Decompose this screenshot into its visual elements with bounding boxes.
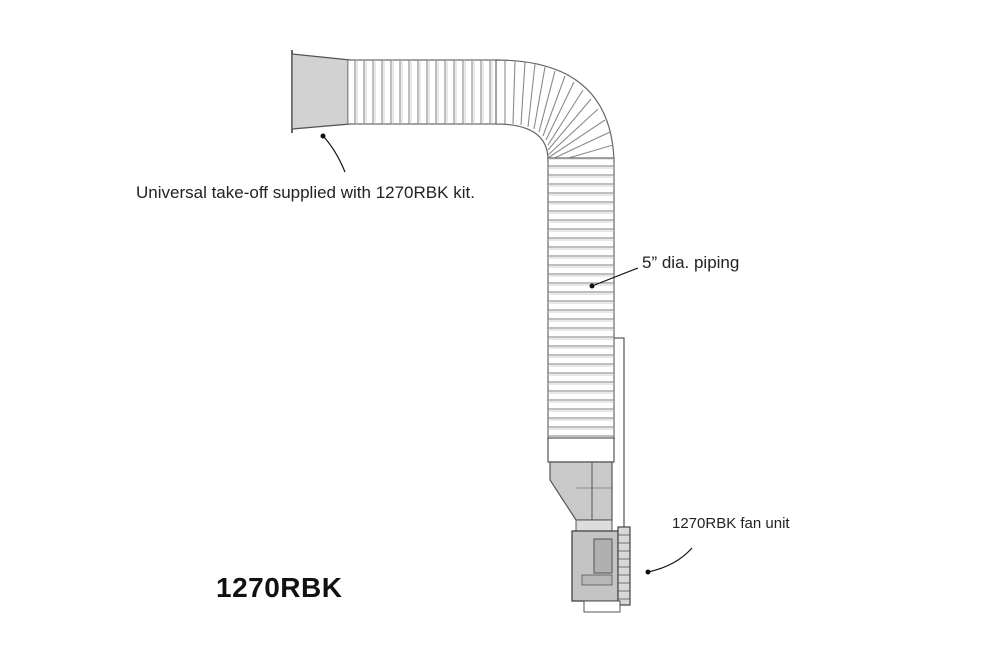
fan-connector <box>575 519 613 533</box>
takeoff-collar <box>291 53 351 130</box>
model-name: 1270RBK <box>216 572 343 603</box>
fan-unit <box>571 526 631 613</box>
takeoff-label: Universal take-off supplied with 1270RBK… <box>136 183 475 202</box>
flex-pipe-horizontal <box>347 59 499 125</box>
leader-fan-unit <box>645 547 693 575</box>
flex-pipe-vertical <box>547 157 615 441</box>
flex-pipe-elbow <box>495 59 615 165</box>
pipe-cuff <box>547 437 615 463</box>
leader-piping <box>589 267 639 289</box>
fan-unit-label: 1270RBK fan unit <box>672 515 790 532</box>
leader-takeoff <box>320 133 346 173</box>
piping-label: 5” dia. piping <box>642 253 740 272</box>
reducer-transition <box>549 461 613 521</box>
